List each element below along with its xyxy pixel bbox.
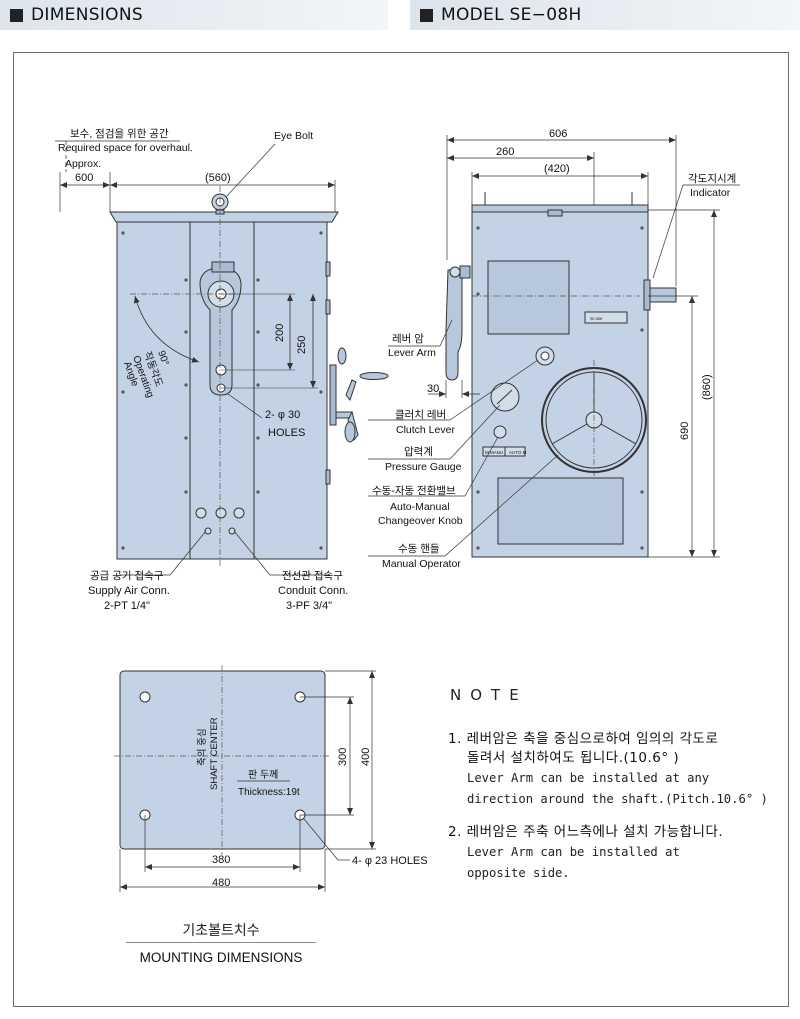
side-view — [445, 192, 677, 558]
dim-300: 300 — [337, 748, 349, 766]
holes-label-2: HOLES — [268, 427, 305, 439]
front-view — [109, 193, 389, 560]
note-title: NOTE — [450, 686, 528, 704]
dim-690: 690 — [679, 422, 691, 440]
operator-ko: 수동 핸들 — [398, 543, 440, 555]
clutch-ko: 클러치 레버 — [395, 409, 446, 421]
dimensions-header-title: DIMENSIONS — [31, 5, 143, 25]
dim-260: 260 — [496, 146, 514, 158]
shaft-center-en: SHAFT CENTER — [209, 717, 220, 790]
knob-ko: 수동-자동 전환밸브 — [372, 485, 456, 497]
lever-arm-en: Lever Arm — [388, 347, 436, 359]
dim-600: 600 — [75, 172, 93, 184]
dim-606: 606 — [549, 128, 567, 140]
note-2-ko: 2. 레버암은 주축 어느측에나 설치 가능합니다. — [448, 824, 724, 840]
dim-250: 250 — [296, 336, 308, 354]
indicator-ko: 각도지시계 — [688, 173, 736, 185]
mounting-caption-en: MOUNTING DIMENSIONS — [139, 950, 303, 965]
header-square-icon — [420, 8, 433, 22]
gauge-ko: 압력계 — [404, 445, 433, 458]
mounting-caption-divider — [126, 942, 316, 943]
model-header-title: MODEL SE−08H — [441, 5, 582, 25]
dim-30: 30 — [427, 383, 439, 395]
mount-holes: 4- φ 23 HOLES — [352, 855, 428, 867]
note-1-ko-line1: 1. 레버암은 축을 중심으로하여 임의의 각도로 — [448, 731, 719, 747]
dim-380: 380 — [212, 854, 230, 866]
knob-en2: Changeover Knob — [378, 515, 463, 527]
air-ko: 공급 공기 접속구 — [90, 570, 164, 582]
eye-bolt-label: Eye Bolt — [274, 130, 313, 142]
side-bolts — [476, 226, 644, 550]
note-1-ko-line2: 돌려서 설치하여도 됩니다.(10.6° ) — [467, 750, 680, 766]
note-2-en-line1: Lever Arm can be installed at — [467, 845, 680, 859]
note-1-en-line1: Lever Arm can be installed at any — [467, 771, 710, 785]
angle-deg: 90° — [155, 349, 171, 367]
mounting-caption-ko: 기초볼트치수 — [182, 923, 260, 939]
note-1-en-line2: direction around the shaft.(Pitch.10.6° … — [467, 792, 768, 806]
knob-label-left: M MANU — [485, 450, 503, 455]
dim-560: (560) — [205, 172, 231, 184]
drawing-frame — [13, 52, 789, 1007]
model-header: MODEL SE−08H — [410, 0, 800, 30]
conduit-en2: 3-PF 3/4" — [286, 600, 332, 612]
dim-860: (860) — [701, 374, 713, 400]
note-2: 2. 레버암은 주축 어느측에나 설치 가능합니다. Lever Arm can… — [448, 823, 778, 884]
indicator-en: Indicator — [690, 187, 731, 199]
thickness-ko: 판 두께 — [248, 769, 278, 781]
overhaul-en: Required space for overhaul. — [58, 142, 193, 154]
dimensions-header: DIMENSIONS — [0, 0, 388, 30]
clutch-en: Clutch Lever — [396, 424, 455, 436]
overhaul-ko: 보수, 점검을 위한 공간 — [70, 127, 169, 140]
lever-arm-ko: 레버 암 — [392, 333, 424, 345]
shaft-center-ko: 축의 중심 — [197, 728, 208, 766]
air-en2: 2-PT 1/4" — [104, 600, 150, 612]
knob-label-right: AUTO M — [509, 450, 527, 455]
holes-label-1: 2- φ 30 — [265, 409, 300, 421]
dim-420: (420) — [544, 163, 570, 175]
dim-400: 400 — [360, 748, 372, 766]
air-en1: Supply Air Conn. — [88, 585, 170, 597]
knob-en1: Auto-Manual — [390, 501, 450, 513]
header-square-icon — [10, 8, 23, 22]
note-2-en-line2: opposite side. — [467, 866, 570, 880]
dim-200: 200 — [274, 324, 286, 342]
conduit-en1: Conduit Conn. — [278, 585, 348, 597]
conduit-ko: 전선관 접속구 — [282, 570, 343, 582]
nameplate: SE-08H — [590, 317, 603, 321]
approx-label: Approx. — [65, 158, 101, 170]
dim-480: 480 — [212, 877, 230, 889]
thickness-en: Thickness:19t — [238, 787, 300, 798]
gauge-en: Pressure Gauge — [385, 461, 462, 473]
note-1: 1. 레버암은 축을 중심으로하여 임의의 각도로 돌려서 설치하여도 됩니다.… — [448, 730, 778, 810]
operator-en: Manual Operator — [382, 558, 461, 570]
mounting-plan — [119, 670, 326, 850]
